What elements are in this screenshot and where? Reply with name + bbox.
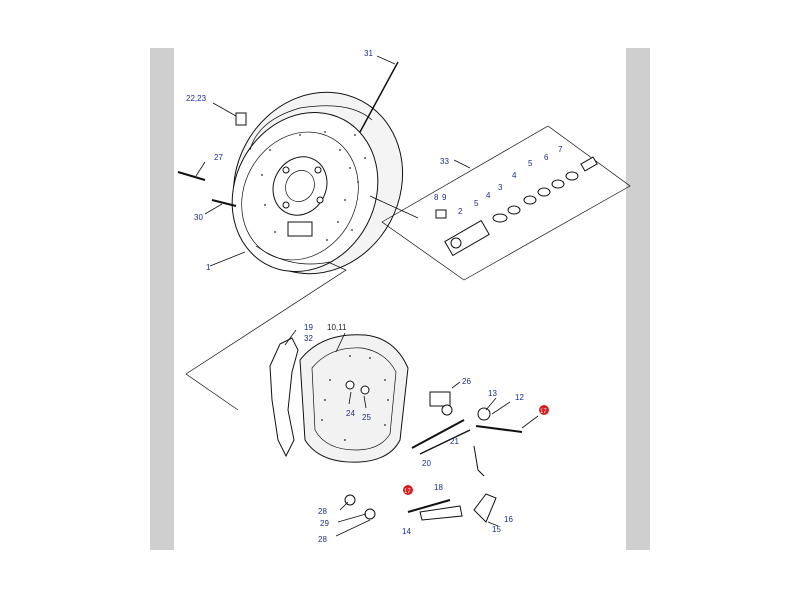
part-label-17a: 17 — [540, 409, 547, 415]
part-label-25: 25 — [362, 413, 371, 422]
part-label-5: 5 — [528, 159, 533, 168]
part-label-15: 15 — [492, 525, 501, 534]
part-label-28a: 28 — [318, 507, 327, 516]
part-label-17b: 17 — [404, 489, 411, 495]
brake-drum — [231, 91, 404, 275]
backing-plate-19-32 — [269, 329, 299, 458]
pipe-31 — [359, 55, 399, 133]
part-label-4: 4 — [512, 171, 517, 180]
adjuster-parts — [407, 381, 539, 527]
leader-24 — [348, 391, 352, 405]
leader-10-11 — [335, 332, 346, 353]
part-label-32: 32 — [304, 334, 313, 343]
part-label-18: 18 — [434, 483, 443, 492]
part-label-10-11: 10,11 — [327, 323, 347, 332]
stud-27 — [177, 161, 206, 181]
highlight-marker-17a — [539, 405, 549, 415]
part-label-16: 16 — [504, 515, 513, 524]
right-gray-bar — [626, 48, 650, 550]
part-label-21: 21 — [450, 437, 459, 446]
highlight-marker-17b — [403, 485, 413, 495]
part-label-2: 2 — [458, 207, 463, 216]
part-label-12: 12 — [515, 393, 524, 402]
part-label-27: 27 — [214, 153, 223, 162]
wheel-cylinder-box — [369, 125, 631, 281]
part-label-28b: 28 — [318, 535, 327, 544]
part-label-14: 14 — [402, 527, 411, 536]
bolt-28-29 — [335, 494, 376, 537]
part-label-30: 30 — [194, 213, 203, 222]
part-label-13: 13 — [488, 389, 497, 398]
bolt-22-23 — [212, 102, 247, 126]
diagram-panel — [174, 48, 626, 550]
part-label-9: 9 — [442, 193, 447, 202]
part-label-24: 24 — [346, 409, 355, 418]
part-label-33: 33 — [440, 157, 449, 166]
leader-25 — [363, 395, 367, 409]
part-label-31: 31 — [364, 49, 373, 58]
pin-30 — [204, 199, 237, 215]
part-label-22-23: 22,23 — [186, 94, 207, 103]
connector-line — [185, 261, 347, 411]
left-gray-bar — [150, 48, 174, 550]
part-label-20: 20 — [422, 459, 431, 468]
part-label-19: 19 — [304, 323, 313, 332]
brake-shoes — [299, 334, 409, 463]
part-label-8: 8 — [434, 193, 439, 202]
part-label-1: 1 — [206, 263, 211, 272]
leader-1 — [209, 251, 246, 267]
part-label-29: 29 — [320, 519, 329, 528]
part-label-26: 26 — [462, 377, 471, 386]
part-label-4b: 4 — [486, 191, 491, 200]
part-label-7: 7 — [558, 145, 563, 154]
part-label-6: 6 — [544, 153, 549, 162]
part-label-3: 3 — [498, 183, 503, 192]
part-label-5b: 5 — [474, 199, 479, 208]
wheel-cylinder — [435, 156, 598, 257]
